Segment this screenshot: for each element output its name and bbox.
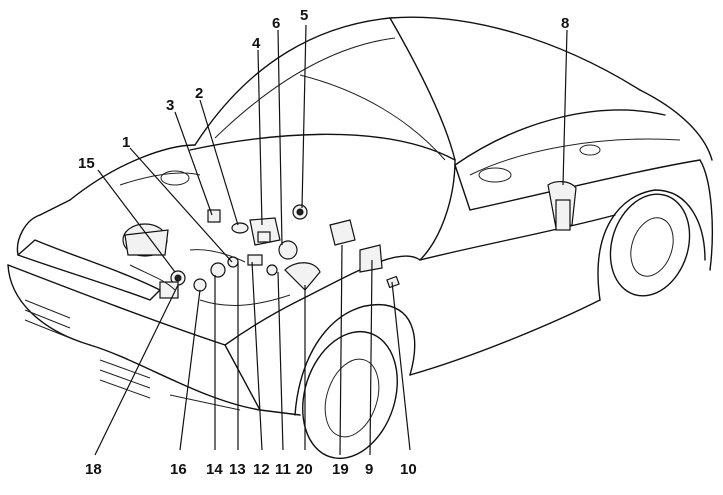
callout-8: 8 [561, 15, 569, 32]
callout-9: 9 [365, 461, 373, 478]
callout-16: 16 [170, 461, 187, 478]
callout-13: 13 [229, 461, 246, 478]
callout-20: 20 [296, 461, 313, 478]
callout-10: 10 [400, 461, 417, 478]
callout-4: 4 [252, 35, 261, 52]
callout-14: 14 [206, 461, 223, 478]
callout-19: 19 [332, 461, 349, 478]
callout-6: 6 [272, 15, 280, 32]
leader-lines [94, 24, 568, 456]
callout-15: 15 [78, 155, 95, 172]
callout-5: 5 [300, 7, 308, 24]
callout-labels: 1 2 3 4 5 6 8 9 10 11 12 13 14 15 16 18 … [78, 7, 569, 478]
engine-components [122, 181, 577, 306]
callout-1: 1 [122, 134, 130, 151]
callout-3: 3 [166, 97, 174, 114]
callout-18: 18 [85, 461, 102, 478]
callout-2: 2 [195, 85, 203, 102]
callout-12: 12 [253, 461, 270, 478]
car-body [7, 16, 713, 460]
callout-11: 11 [275, 461, 291, 478]
